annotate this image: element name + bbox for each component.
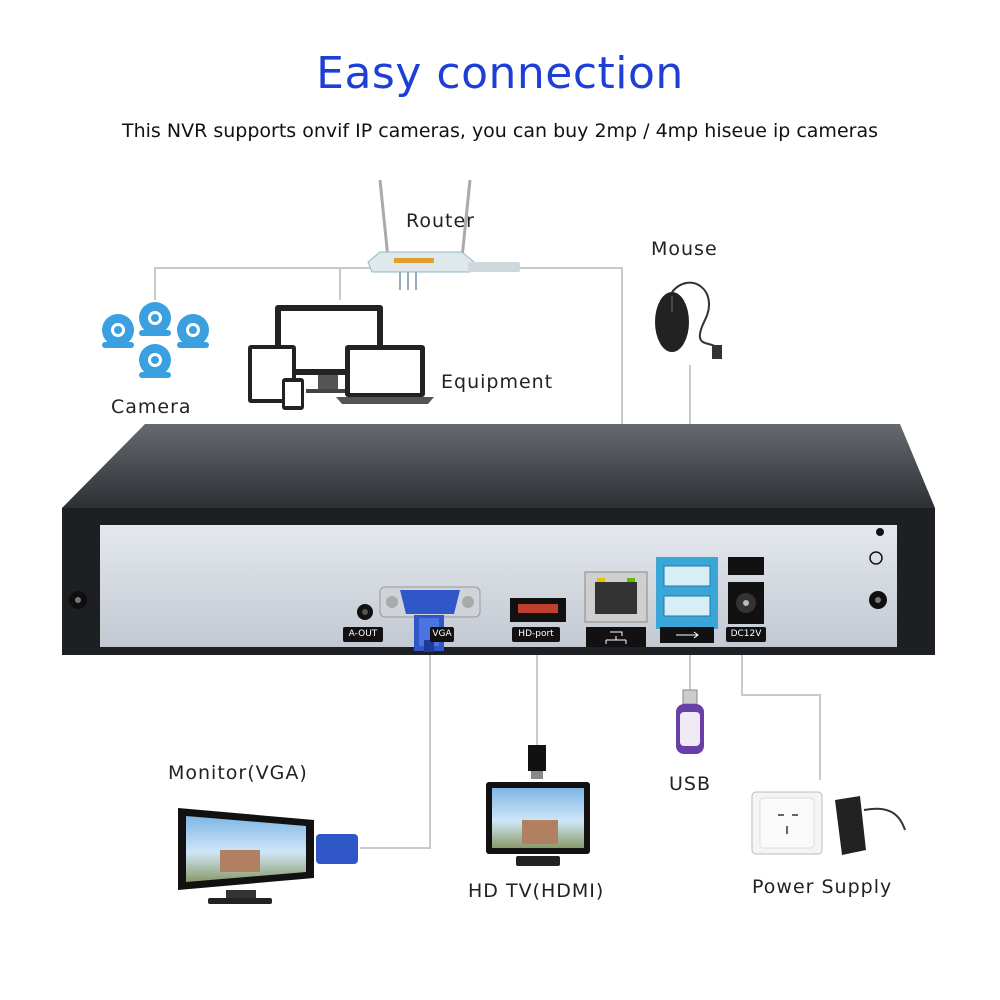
equipment-icon	[248, 305, 434, 410]
router-icon	[367, 179, 520, 290]
router-label: Router	[406, 210, 475, 232]
dc-power-label: DC12V	[726, 627, 766, 642]
nvr-recorder	[62, 424, 935, 655]
power-supply-icon	[751, 791, 906, 855]
hdtv-icon	[486, 782, 590, 866]
monitor-vga-icon	[178, 808, 358, 904]
router-network-line	[154, 267, 390, 300]
usb-stick-icon	[676, 689, 704, 754]
power-supply-label: Power Supply	[752, 876, 893, 898]
mouse-icon	[655, 281, 722, 359]
power-line	[741, 640, 821, 780]
page-title: Easy connection	[316, 48, 684, 99]
usb-label: USB	[669, 773, 712, 795]
vga-port-label: VGA	[430, 627, 454, 642]
vga-monitor-line	[360, 648, 431, 849]
hdmi-port-label: HD-port	[512, 627, 560, 642]
hdtv-hdmi-label: HD TV(HDMI)	[468, 880, 605, 902]
monitor-vga-label: Monitor(VGA)	[168, 762, 308, 784]
audio-out-label: A-OUT	[343, 627, 383, 642]
mouse-label: Mouse	[651, 238, 718, 260]
camera-label: Camera	[111, 396, 192, 418]
page-subtitle: This NVR supports onvif IP cameras, you …	[122, 120, 878, 142]
equipment-label: Equipment	[441, 371, 554, 393]
camera-icon	[102, 302, 209, 378]
hdmi-plug-icon	[528, 745, 546, 779]
